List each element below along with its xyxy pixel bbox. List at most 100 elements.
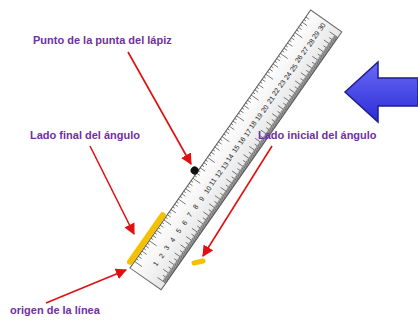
mm-tick (209, 215, 212, 217)
mm-tick (308, 73, 311, 75)
inch-tick (277, 59, 280, 61)
mm-tick (223, 194, 226, 196)
inch-tick (215, 147, 220, 150)
mm-tick (244, 165, 247, 167)
mm-tick (241, 169, 244, 171)
mm-tick (176, 261, 179, 263)
mm-tick (219, 200, 222, 202)
inch-tick (229, 126, 234, 129)
inch-tick (306, 17, 309, 19)
mm-tick (316, 61, 319, 63)
mm-tick (319, 57, 322, 59)
inch-tick (227, 129, 229, 130)
mm-tick (174, 264, 177, 266)
mm-tick (317, 61, 320, 63)
inch-tick (300, 25, 302, 26)
mm-tick (304, 79, 307, 81)
mm-tick (247, 161, 250, 163)
mm-tick (175, 263, 178, 265)
mm-tick (232, 182, 235, 184)
mm-tick (186, 247, 189, 249)
leader-arrow (128, 52, 191, 164)
mm-tick (163, 275, 169, 279)
mm-tick (282, 110, 285, 112)
mm-tick (211, 212, 214, 214)
inch-tick (195, 176, 197, 177)
mm-tick (226, 185, 232, 189)
mm-tick (306, 75, 309, 77)
inch-tick (266, 74, 273, 79)
mm-tick (310, 70, 313, 72)
inch-tick (291, 38, 294, 40)
mm-tick (195, 235, 198, 237)
mm-tick (226, 190, 229, 192)
mm-tick (272, 119, 278, 123)
inch-tick (269, 69, 272, 71)
mm-tick (278, 116, 281, 118)
mm-tick (255, 149, 258, 151)
inch-tick (271, 66, 273, 67)
mm-tick (189, 243, 192, 245)
inch-tick (249, 98, 251, 99)
inch-tick (233, 121, 236, 123)
mm-tick (169, 271, 172, 273)
inch-tick (151, 238, 153, 239)
mm-tick (302, 81, 305, 83)
mm-tick (255, 144, 261, 148)
mm-tick (314, 65, 317, 67)
mm-tick (296, 91, 299, 93)
mm-tick (220, 193, 226, 197)
initial-side (194, 261, 203, 263)
mm-tick (172, 268, 175, 270)
mm-tick (329, 38, 335, 42)
mm-tick (213, 208, 216, 210)
inch-tick (235, 118, 237, 119)
callout-label: Lado final del ángulo (30, 129, 140, 142)
inch-tick (262, 79, 265, 81)
mm-tick (166, 275, 169, 277)
mm-tick (261, 141, 264, 143)
inch-tick (155, 233, 157, 234)
mm-tick (177, 260, 180, 262)
mm-tick (164, 279, 167, 281)
mm-tick (250, 156, 253, 158)
inch-tick (226, 131, 229, 133)
mm-tick (283, 103, 289, 107)
mm-tick (187, 247, 190, 249)
mm-tick (330, 32, 338, 38)
mm-tick (315, 63, 318, 65)
mm-tick (245, 163, 248, 165)
mm-tick (180, 251, 186, 255)
mm-tick (188, 245, 191, 247)
mm-tick (331, 40, 334, 42)
mm-tick (250, 156, 253, 158)
mm-tick (292, 96, 295, 98)
mm-tick (186, 242, 192, 246)
mm-tick (328, 45, 331, 47)
inch-tick (304, 20, 306, 21)
inch-tick (146, 246, 149, 248)
inch-tick (176, 202, 178, 203)
mm-tick (293, 94, 296, 96)
mm-tick (191, 241, 194, 243)
mm-tick (323, 46, 329, 50)
mm-tick (238, 173, 241, 175)
mm-tick (235, 178, 238, 180)
mm-tick (285, 106, 288, 108)
mm-tick (278, 111, 284, 115)
inch-tick (302, 22, 307, 25)
inch-tick (242, 108, 244, 109)
mm-tick (207, 217, 210, 219)
inch-tick (218, 142, 221, 144)
mm-tick (309, 71, 312, 73)
mm-tick (173, 266, 176, 268)
inch-tick (264, 77, 266, 78)
leader-arrow (90, 146, 134, 234)
inch-tick (268, 72, 270, 73)
mm-tick (165, 278, 168, 280)
inch-tick (258, 85, 263, 88)
mm-tick (206, 219, 209, 221)
mm-tick (204, 222, 207, 224)
mm-tick (199, 229, 202, 231)
inch-tick (288, 43, 293, 46)
